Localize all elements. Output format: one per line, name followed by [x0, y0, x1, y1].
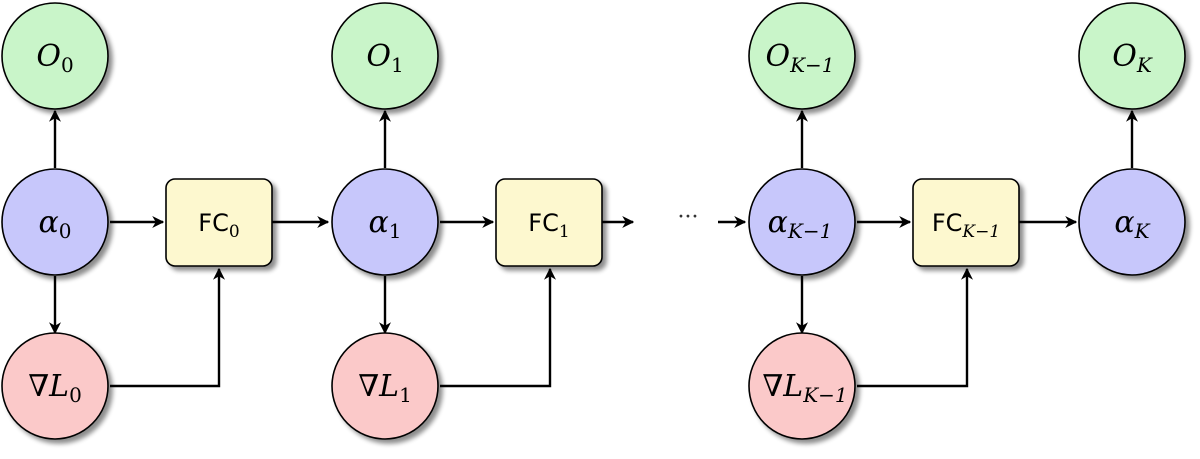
grad-node-0-label: ∇L0 — [28, 369, 82, 407]
arrow-gradK1-to-fcK1 — [857, 267, 973, 388]
grad-node-k-minus-1 — [748, 332, 856, 440]
fc-block-k-minus-1 — [912, 178, 1020, 267]
output-node-1-label: O1 — [366, 39, 403, 77]
output-node-k-minus-1 — [748, 2, 856, 110]
arrow-grad0-to-fc0 — [110, 267, 225, 388]
alpha-node-0-label: α0 — [39, 205, 72, 243]
alpha-node-1 — [331, 168, 439, 276]
alpha-node-0 — [1, 168, 109, 276]
fc-block-1 — [495, 178, 603, 267]
alpha-node-1-label: α1 — [369, 205, 402, 243]
output-node-k — [1078, 2, 1186, 110]
output-node-0 — [1, 2, 109, 110]
grad-node-1 — [331, 332, 439, 440]
output-node-k-label: OK — [1112, 39, 1153, 77]
alpha-node-k — [1078, 168, 1186, 276]
fc-block-k-minus-1-label: FCK−1 — [932, 209, 1000, 242]
output-node-k-minus-1-label: OK−1 — [765, 39, 834, 77]
fc-block-1-label: FC1 — [528, 209, 569, 242]
fc-block-0 — [165, 178, 273, 267]
alpha-node-k-minus-1-label: αK−1 — [768, 205, 833, 243]
fc-block-0-label: FC0 — [198, 209, 239, 242]
output-node-1 — [331, 2, 439, 110]
arrow-grad1-to-fc1 — [440, 267, 556, 388]
grad-node-1-label: ∇L1 — [358, 369, 412, 407]
output-node-0-label: O0 — [36, 39, 73, 77]
grad-node-k-minus-1-label: ∇LK−1 — [762, 369, 847, 407]
edges — [49, 109, 1138, 388]
ellipsis: ··· — [678, 205, 699, 230]
alpha-node-k-label: αK — [1114, 205, 1150, 243]
grad-node-0 — [1, 332, 109, 440]
alpha-node-k-minus-1 — [748, 168, 856, 276]
